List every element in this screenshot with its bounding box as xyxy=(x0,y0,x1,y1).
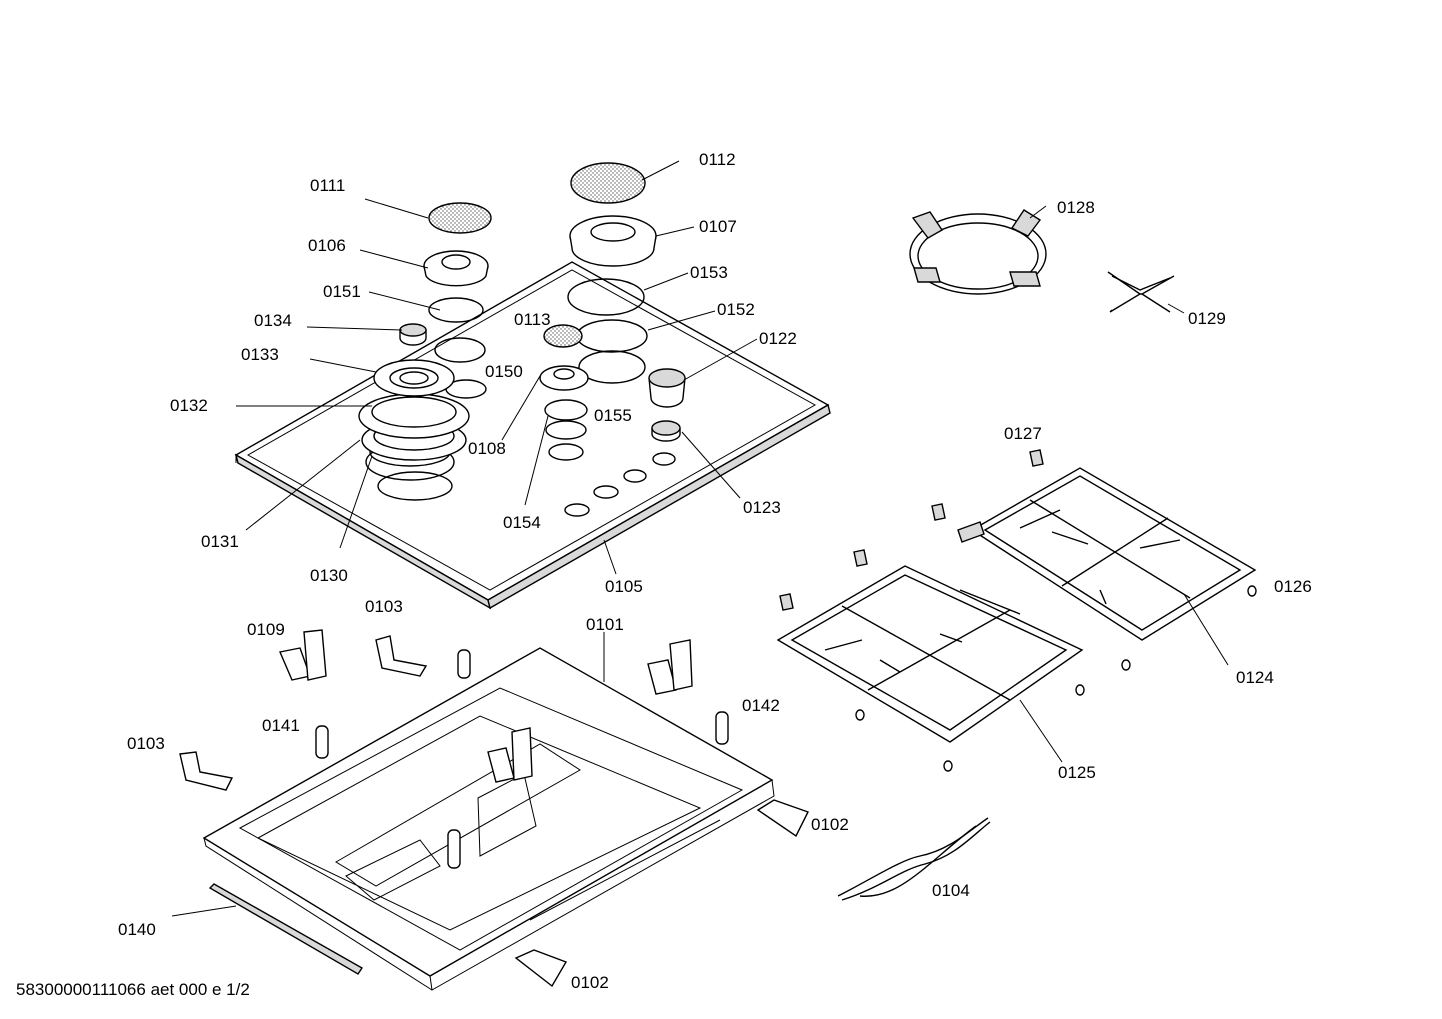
wok-support-ring xyxy=(909,209,1047,295)
label-0113: 0113 xyxy=(514,310,551,329)
small-burner-centre xyxy=(539,324,589,440)
label-0141: 0141 xyxy=(262,716,300,735)
label-0102: 0102 xyxy=(811,815,849,834)
small-burner-left xyxy=(423,202,492,363)
label-0142: 0142 xyxy=(742,696,780,715)
label-0150: 0150 xyxy=(485,362,523,381)
label-0103: 0103 xyxy=(365,597,403,616)
label-0125: 0125 xyxy=(1058,763,1096,782)
label-0151: 0151 xyxy=(323,282,361,301)
label-0133: 0133 xyxy=(241,345,279,364)
label-0108: 0108 xyxy=(468,439,506,458)
label-0101: 0101 xyxy=(586,615,624,634)
label-0128: 0128 xyxy=(1057,198,1095,217)
label-0131: 0131 xyxy=(201,532,239,551)
control-knobs xyxy=(648,368,686,442)
label-0155: 0155 xyxy=(594,406,632,425)
pan-support-clips xyxy=(779,449,1044,611)
label-0123: 0123 xyxy=(743,498,781,517)
label-0124: 0124 xyxy=(1236,668,1274,687)
label-0140: 0140 xyxy=(118,920,156,939)
label-0127: 0127 xyxy=(1004,424,1042,443)
base-tray xyxy=(202,647,775,991)
label-0102: 0102 xyxy=(571,973,609,992)
leader-lines xyxy=(171,160,1229,917)
part-labels: 0101 0102 0102 0103 0103 0104 0105 0106 … xyxy=(118,150,1312,992)
label-0130: 0130 xyxy=(310,566,348,585)
pan-support-right xyxy=(970,467,1257,641)
wok-burner-assembly xyxy=(358,323,470,481)
fixing-studs xyxy=(315,649,729,869)
label-0126: 0126 xyxy=(1274,577,1312,596)
document-code: 58300000111066 aet 000 e 1/2 xyxy=(16,980,250,999)
simmer-plate xyxy=(1107,271,1175,313)
label-0112: 0112 xyxy=(699,150,736,169)
rubber-feet xyxy=(855,585,1257,772)
label-0129: 0129 xyxy=(1188,309,1226,328)
label-0111: 0111 xyxy=(310,176,345,195)
power-cable xyxy=(837,817,991,901)
label-0122: 0122 xyxy=(759,329,797,348)
label-0104: 0104 xyxy=(932,881,970,900)
fixing-clamps xyxy=(179,629,809,988)
seal-strip xyxy=(208,883,363,975)
label-0154: 0154 xyxy=(503,513,541,532)
label-0152: 0152 xyxy=(717,300,755,319)
label-0153: 0153 xyxy=(690,263,728,282)
large-burner-right xyxy=(567,162,657,353)
label-0134: 0134 xyxy=(254,311,292,330)
label-0132: 0132 xyxy=(170,396,208,415)
label-0106: 0106 xyxy=(308,236,346,255)
label-0103: 0103 xyxy=(127,734,165,753)
label-0105: 0105 xyxy=(605,577,643,596)
hob-top-plate xyxy=(234,261,831,610)
label-0107: 0107 xyxy=(699,217,737,236)
pan-support-left xyxy=(776,565,1084,743)
label-0109: 0109 xyxy=(247,620,285,639)
